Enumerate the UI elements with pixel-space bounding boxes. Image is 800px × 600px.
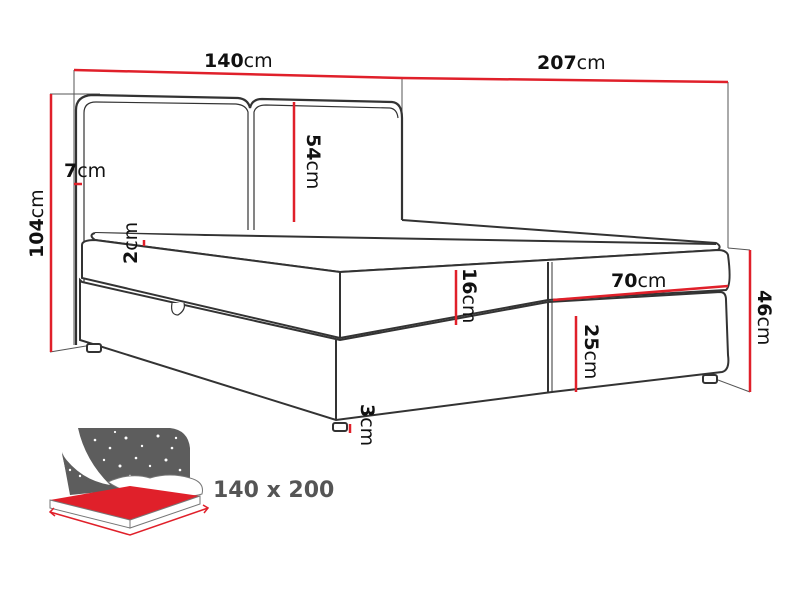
total-height-unit: cm (26, 189, 48, 219)
length-dimension-label: 207cm (537, 54, 606, 73)
base-height-label: 25cm (580, 324, 602, 380)
total-height-value: 104 (26, 218, 48, 258)
headboard-thickness-value: 7 (64, 160, 78, 182)
base-height-unit: cm (580, 350, 602, 380)
width-value: 140 (204, 50, 244, 72)
length-value: 207 (537, 52, 577, 74)
bed-height-value: 46 (753, 290, 775, 317)
length-unit: cm (576, 52, 606, 74)
leg-height-label: 3cm (356, 404, 378, 447)
headboard-cushion-height-label: 54cm (302, 134, 324, 190)
mattress-height-value: 16 (458, 268, 480, 295)
mattress-width-value: 70 (611, 270, 638, 292)
dimension-lines (49, 68, 752, 433)
bed-night-sky-icon (48, 428, 210, 536)
topper-height-label: 2cm (120, 221, 142, 264)
bed-legs (86, 343, 718, 432)
extension-lines (49, 70, 751, 393)
mattress-width-label: 70cm (611, 272, 666, 291)
mattress-height-label: 16cm (458, 268, 480, 324)
mattress-height-unit: cm (458, 294, 480, 324)
topper-height-unit: cm (120, 221, 142, 251)
sleeping-area-size-label: 140 x 200 (213, 478, 335, 503)
headboard-thickness-unit: cm (77, 160, 107, 182)
leg-height-value: 3 (356, 404, 378, 418)
headboard-cushion-height-unit: cm (302, 160, 324, 190)
mattress (81, 238, 731, 340)
bed-height-unit: cm (753, 316, 775, 346)
bed-height-label: 46cm (753, 290, 775, 346)
width-unit: cm (243, 50, 273, 72)
bed-base (79, 277, 730, 422)
leg-height-unit: cm (356, 417, 378, 447)
total-height-label: 104cm (26, 189, 48, 258)
headboard-cushion-height-value: 54 (302, 134, 324, 161)
topper-height-value: 2 (120, 250, 142, 264)
headboard-thickness-label: 7cm (64, 162, 106, 181)
width-dimension-label: 140cm (204, 52, 273, 71)
base-height-value: 25 (580, 324, 602, 351)
mattress-width-unit: cm (637, 270, 667, 292)
lift-handle-icon (171, 302, 185, 316)
topper (90, 219, 721, 274)
